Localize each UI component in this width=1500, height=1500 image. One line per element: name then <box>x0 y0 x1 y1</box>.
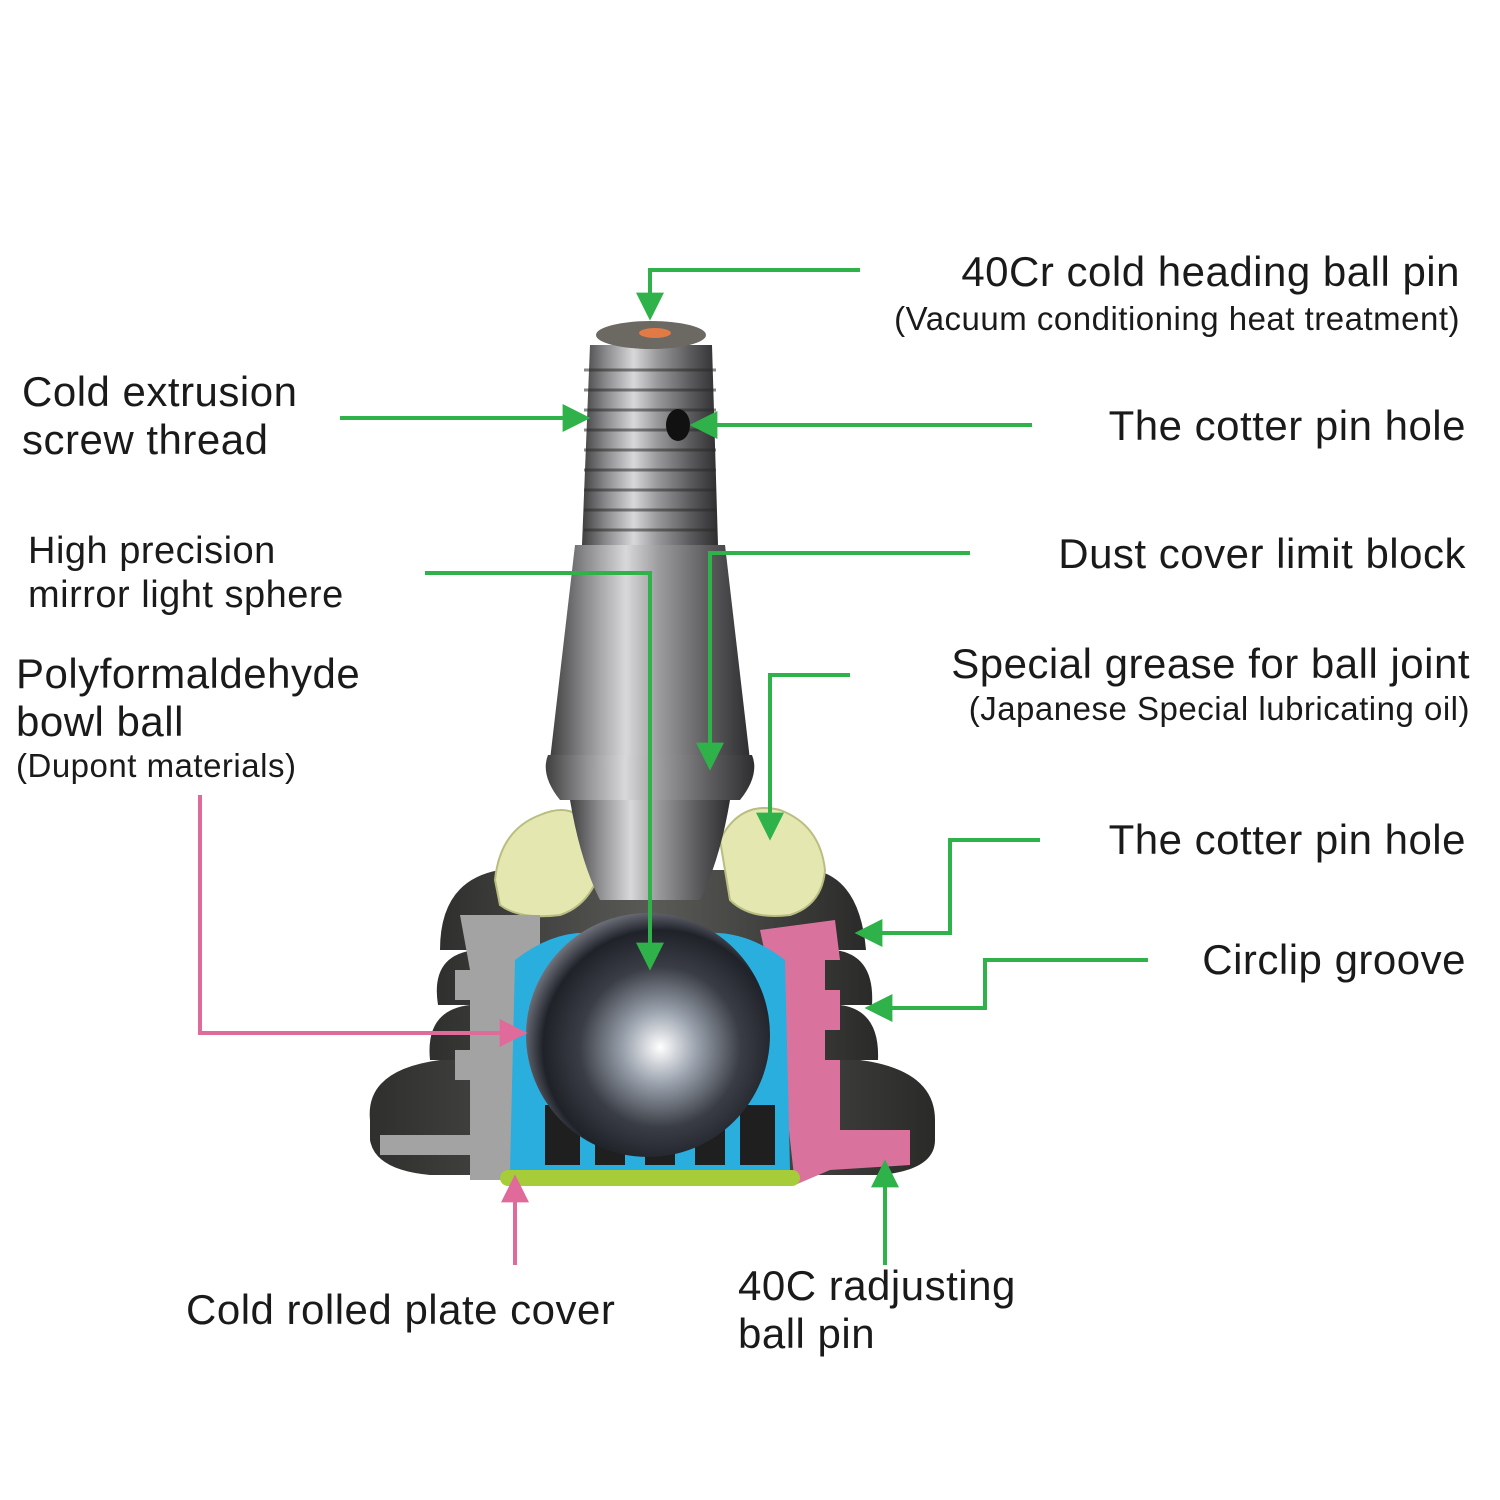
leader-cotter-mid <box>854 838 1040 947</box>
label-plate-cover: Cold rolled plate cover <box>186 1286 616 1333</box>
label-sphere: High precision mirror light sphere <box>28 530 344 617</box>
label-screw-thread-line1: Cold extrusion <box>22 368 298 415</box>
green-leader-lines <box>340 268 1148 1265</box>
label-screw-thread: Cold extrusion screw thread <box>22 368 297 465</box>
label-grease: Special grease for ball joint (Japanese … <box>951 640 1470 728</box>
leader-dust-cover <box>696 551 970 771</box>
label-circlip: Circlip groove <box>1202 936 1466 983</box>
label-adjust-pin: 40C radjusting ball pin <box>738 1262 1016 1359</box>
label-ball-pin-note: (Vacuum conditioning heat treatment) <box>894 300 1460 338</box>
label-cotter-pin-hole-mid: The cotter pin hole <box>1108 816 1466 863</box>
grease-right <box>718 807 827 917</box>
label-sphere-line2: mirror light sphere <box>28 573 344 616</box>
label-bowl: Polyformaldehyde bowl ball (Dupont mater… <box>16 650 360 785</box>
label-adjust-pin-line2: ball pin <box>738 1310 876 1358</box>
label-adjust-pin-line1: 40C radjusting <box>738 1262 1016 1309</box>
thread-grooves <box>584 368 716 532</box>
label-grease-note: (Japanese Special lubricating oil) <box>968 690 1470 728</box>
leader-sphere <box>425 571 664 971</box>
label-bowl-note: (Dupont materials) <box>16 746 297 784</box>
pin-top-mark <box>639 328 671 338</box>
cotter-pin-hole <box>666 409 690 441</box>
label-screw-thread-line2: screw thread <box>22 416 269 464</box>
grease <box>493 807 827 918</box>
seat-cut-section <box>760 920 910 1185</box>
pink-leader-lines <box>198 795 529 1265</box>
leader-ball-pin <box>636 268 860 321</box>
label-sphere-line1: High precision <box>28 530 276 572</box>
label-ball-pin-title: 40Cr cold heading ball pin <box>961 248 1460 295</box>
mirror-sphere <box>526 913 770 1157</box>
pin-thread <box>582 345 718 545</box>
label-ball-pin: 40Cr cold heading ball pin (Vacuum condi… <box>894 248 1460 338</box>
plate-cover <box>500 1170 800 1186</box>
leader-bowl <box>198 795 528 1047</box>
ball-pin <box>526 321 770 1157</box>
leader-grease <box>756 673 850 841</box>
label-grease-title: Special grease for ball joint <box>951 640 1470 687</box>
label-bowl-line1: Polyformaldehyde <box>16 650 361 697</box>
label-dust-cover: Dust cover limit block <box>1058 530 1466 577</box>
leader-circlip <box>864 958 1148 1022</box>
label-cotter-pin-hole-top: The cotter pin hole <box>1108 402 1466 449</box>
label-bowl-line2: bowl ball <box>16 698 184 746</box>
housing-cut-section <box>380 915 600 1180</box>
